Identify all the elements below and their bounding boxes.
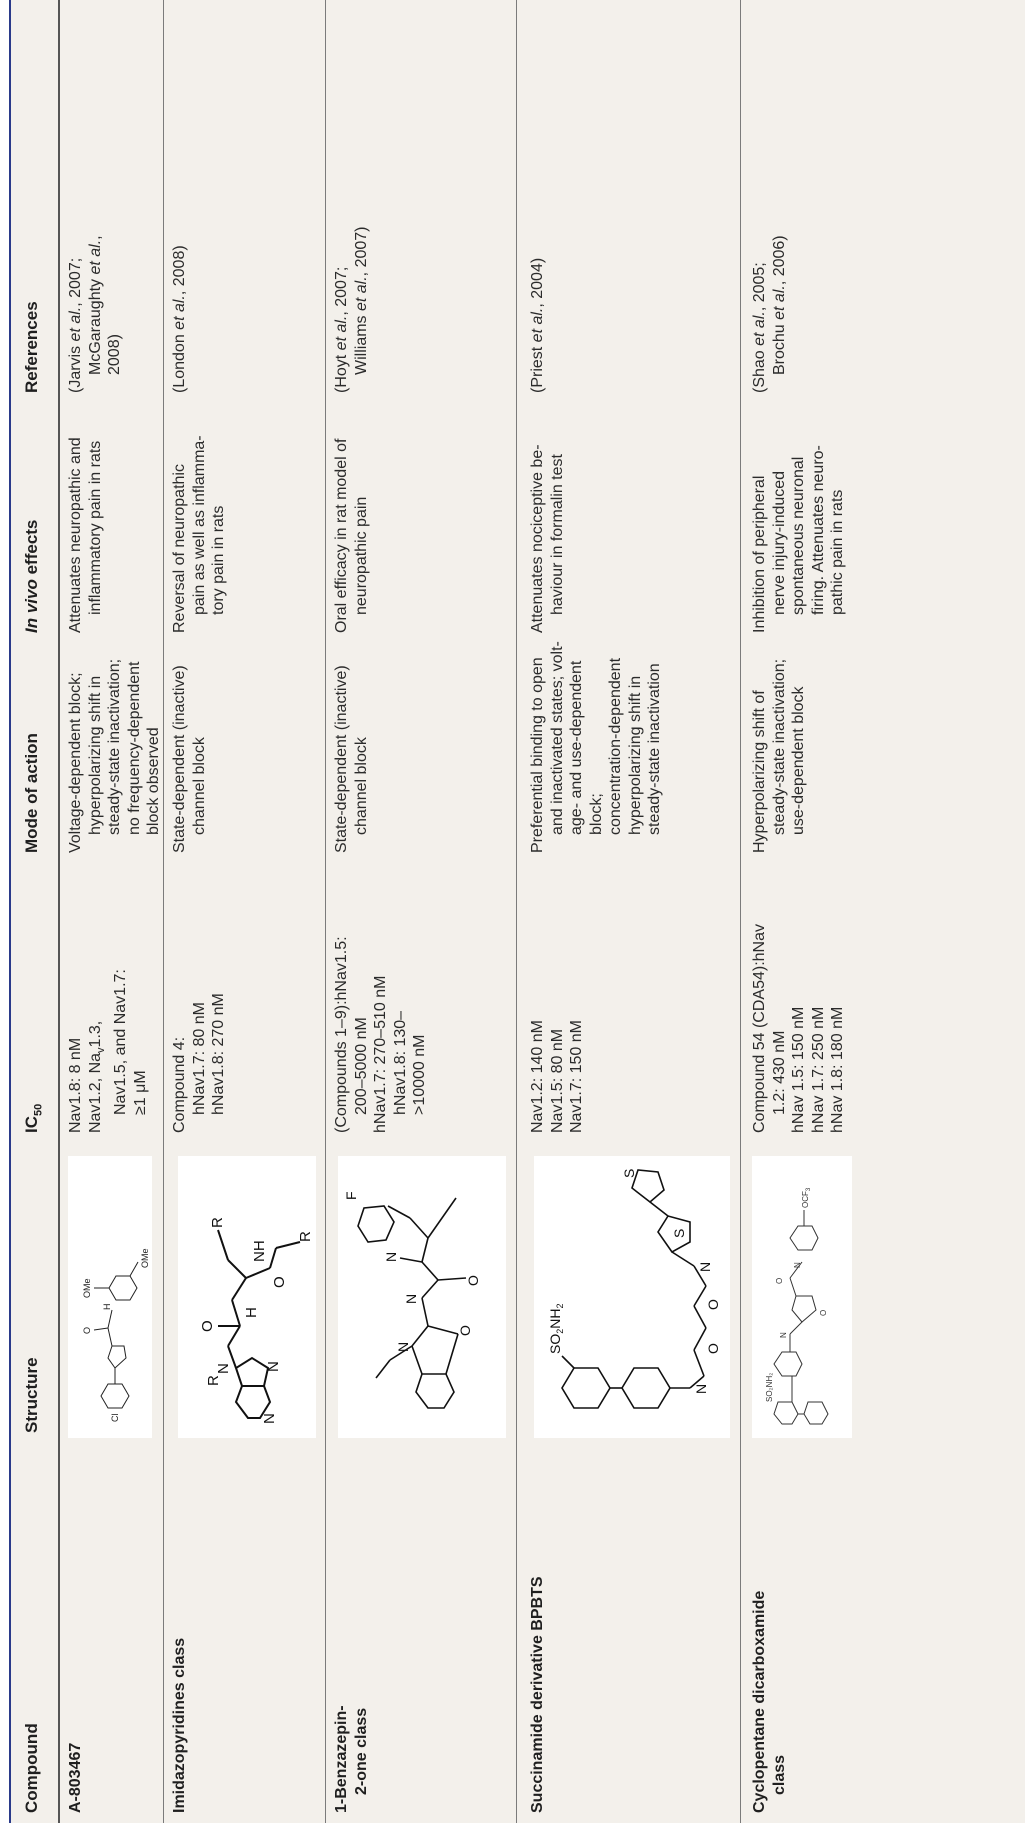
row2-invivo: Reversal of neuropathic pain as well as … <box>171 435 227 633</box>
structure-benzazepinone: N O N O N F <box>338 1156 506 1438</box>
row1-mode: Voltage-dependent block; hyperpolarizing… <box>67 658 162 853</box>
struct1-ome-label-1: OMe <box>82 1278 92 1298</box>
row3-mode: State-dependent (inactive) channel block <box>333 665 370 853</box>
row1-refs: (Jarvis et al., 2007; McGaraughty et al.… <box>67 235 123 393</box>
struct2-n-label-1: N <box>261 1413 278 1424</box>
struct2-o-label-1: O <box>199 1320 216 1332</box>
structure-cda54: SO₂NH₂ N O N O OCF3 <box>752 1156 852 1438</box>
struct4-o-label-1: O <box>705 1343 721 1354</box>
struct2-nh-label: NH <box>251 1240 268 1262</box>
row1-compound: A-803467 <box>67 1742 84 1813</box>
row4-rule <box>740 0 741 1823</box>
row5-refs: (Shao et al., 2005; Brochu et al., 2006) <box>751 235 788 393</box>
table-header-row: Compound Structure IC50 Mode of action I… <box>0 0 60 1823</box>
struct2-r1-label: R <box>205 1375 222 1386</box>
row3-invivo: Oral efficacy in rat model of neuropathi… <box>333 438 370 633</box>
struct4-o-label-2: O <box>705 1299 721 1310</box>
header-rule <box>58 0 60 1823</box>
struct1-ome-label-2: OMe <box>140 1248 150 1268</box>
struct2-n-label-3: N <box>265 1361 282 1372</box>
row5-compound: Cyclopentane dicarboxamide class <box>751 1590 788 1813</box>
struct2-n-label-2: N <box>215 1363 232 1374</box>
row5-invivo: Inhibition of peripheral nerve injury-in… <box>751 445 846 633</box>
row3-compound: 1-Benzazepin- 2-one class <box>333 1705 370 1813</box>
row2-rule <box>325 0 326 1823</box>
structure-bpbts: SO2NH2 N O O N S S <box>534 1156 730 1438</box>
struct1-cl-label: Cl <box>110 1414 120 1423</box>
struct3-n-label-1: N <box>395 1342 411 1352</box>
row5-mode: Hyperpolarizing shift of steady-state in… <box>751 658 807 853</box>
struct3-o-label-1: O <box>457 1325 473 1336</box>
struct2-r2-label: R <box>297 1231 314 1242</box>
row4-refs: (Priest et al., 2004) <box>529 257 546 393</box>
struct5-ocf3-label: OCF3 <box>801 1187 812 1208</box>
struct3-f-label: F <box>343 1191 359 1200</box>
header-in-vivo-effects: In vivo effects <box>22 519 41 633</box>
structure-imidazopyridine: N N N R O H NH O R R <box>178 1156 316 1438</box>
row1-invivo: Attenuates neuropathic and inflammatory … <box>67 437 104 633</box>
struct5-o-label-1: O <box>819 1310 828 1316</box>
struct2-r3-label: R <box>209 1217 226 1228</box>
row4-ic50: Nav1.2: 140 nM Nav1.5: 80 nM Nav1.7: 150… <box>529 1020 585 1133</box>
struct5-n-label-2: N <box>793 1262 802 1268</box>
struct5-n-label-1: N <box>779 1332 788 1338</box>
struct1-h-label: H <box>102 1304 112 1311</box>
struct5-o-label-2: O <box>775 1278 784 1284</box>
row2-compound: Imidazopyridines class <box>171 1637 188 1813</box>
struct4-n-label-1: N <box>693 1384 709 1394</box>
struct1-o-label: O <box>82 1327 92 1334</box>
row4-invivo: Attenuates nociceptive be- haviour in fo… <box>529 444 566 633</box>
row1-rule <box>163 0 164 1823</box>
struct3-n-label-3: N <box>383 1252 399 1262</box>
row3-ic50: (Compounds 1–9):hNav1.5: 200–5000 nM hNa… <box>333 936 428 1133</box>
struct3-n-label-2: N <box>403 1294 419 1304</box>
structure-a803467: Cl O H OMe OMe <box>68 1156 152 1438</box>
row1-ic50: Nav1.8: 8 nM Nav1.2, Nav1.3, Nav1.5, and… <box>67 969 149 1133</box>
row5-ic50: Compound 54 (CDA54):hNav 1.2: 430 nM hNa… <box>751 924 846 1133</box>
header-mode-of-action: Mode of action <box>22 733 41 853</box>
struct2-h-label: H <box>243 1307 260 1318</box>
row3-rule <box>516 0 517 1823</box>
row2-ic50: Compound 4: hNav1.7: 80 nM hNav1.8: 270 … <box>171 993 227 1133</box>
struct4-so2nh2-label: SO2NH2 <box>547 1304 565 1355</box>
page-edge-line <box>8 0 11 1823</box>
struct4-n-label-2: N <box>697 1262 713 1272</box>
row3-refs: (Hoyt et al., 2007; Williams et al., 200… <box>333 226 370 394</box>
header-ic50: IC50 <box>22 1103 45 1133</box>
header-references: References <box>22 301 41 393</box>
row4-compound: Succinamide derivative BPBTS <box>529 1576 546 1813</box>
struct2-o-label-2: O <box>271 1276 288 1288</box>
struct4-s-label-2: S <box>621 1169 637 1178</box>
row2-mode: State-dependent (inactive) channel block <box>171 665 208 853</box>
row2-refs: (London et al., 2008) <box>171 245 188 393</box>
struct5-so2nh2-label: SO₂NH₂ <box>765 1373 774 1402</box>
header-compound: Compound <box>22 1723 41 1813</box>
row4-mode: Preferential binding to open and inactiv… <box>529 641 663 853</box>
struct3-o-label-2: O <box>465 1275 481 1286</box>
header-structure: Structure <box>22 1357 41 1433</box>
struct4-s-label-1: S <box>671 1229 687 1238</box>
